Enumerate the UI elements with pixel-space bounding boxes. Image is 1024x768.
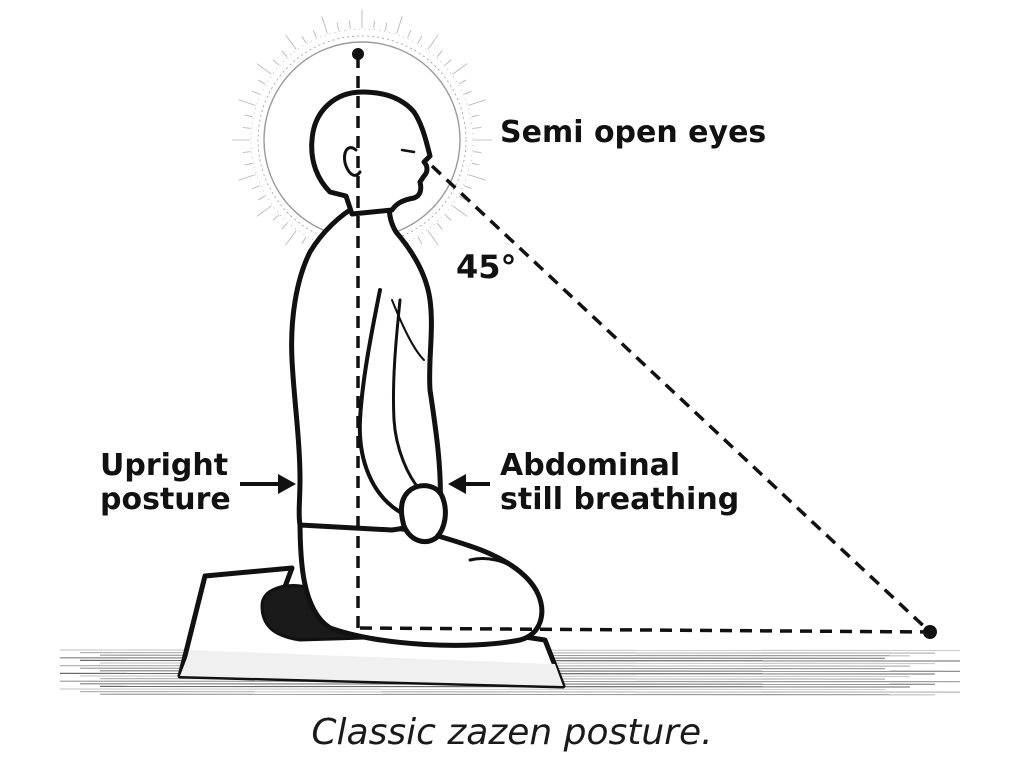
eye — [400, 148, 416, 154]
halo-ray — [396, 16, 403, 34]
ground-hatch-line — [99, 693, 936, 696]
halo-ray — [452, 63, 468, 75]
foot — [468, 557, 522, 574]
halo-ray — [464, 90, 472, 95]
halo-ray — [349, 20, 351, 29]
halo-ray — [452, 205, 468, 217]
halo-ray — [272, 59, 280, 66]
halo-ray — [272, 214, 280, 221]
halo-ray — [312, 30, 317, 38]
ground-hatch-line — [59, 688, 886, 691]
label-abdominal-line1: Abdominal — [500, 448, 681, 483]
halo-ray — [301, 35, 307, 44]
label-upright-line2: posture — [100, 481, 231, 517]
axis-top-dot — [352, 48, 364, 60]
halo-ray — [242, 151, 251, 153]
halo-ray — [256, 205, 272, 217]
label-upright-posture: Upright posture — [100, 449, 231, 516]
arrow-abdominal — [448, 474, 490, 494]
head — [309, 89, 433, 217]
sight-line — [430, 164, 932, 634]
halo-ray — [285, 34, 297, 50]
halo-ray — [473, 127, 482, 129]
gaze-point-dot — [923, 625, 937, 639]
halo-ray — [458, 79, 467, 85]
arrow-upright — [240, 474, 296, 494]
label-abdominal-breathing: Abdominal still breathing — [500, 449, 739, 516]
halo-ray — [257, 195, 266, 201]
halo-ray — [471, 162, 480, 166]
halo-ray — [252, 90, 260, 95]
halo-ray — [244, 114, 253, 118]
halo-ray — [373, 20, 375, 29]
ear — [342, 146, 362, 177]
label-abdominal-line2: still breathing — [500, 481, 740, 517]
halo-ray — [417, 35, 423, 44]
halo-ray — [444, 214, 452, 221]
halo-ray — [427, 34, 439, 50]
halo-ray — [244, 162, 253, 166]
halo-ray — [321, 16, 328, 34]
halo-ray — [436, 222, 443, 230]
chest-line — [391, 299, 425, 361]
halo-ray — [458, 195, 467, 201]
label-semi-open-eyes: Semi open eyes — [500, 115, 767, 150]
ground-hatch-line — [79, 690, 961, 693]
halo-ray — [336, 22, 340, 31]
meditator-figure — [289, 89, 545, 648]
halo-ray — [427, 230, 439, 246]
halo-ray — [238, 174, 256, 181]
halo-ray — [281, 222, 288, 230]
halo-ray — [256, 63, 272, 75]
arm-inner — [391, 298, 422, 492]
halo-ray — [444, 59, 452, 66]
halo-ray — [252, 185, 260, 190]
label-angle: 45° — [456, 248, 517, 286]
halo-ray — [417, 236, 423, 245]
halo-ray — [285, 230, 297, 246]
halo-ray — [242, 127, 251, 129]
halo-ray — [471, 114, 480, 118]
halo-ray — [464, 185, 472, 190]
halo-ray — [257, 79, 266, 85]
halo-ray — [238, 99, 256, 106]
halo-ray — [407, 30, 412, 38]
halo-ray — [301, 236, 307, 245]
halo-ray — [468, 174, 486, 181]
halo-ray — [473, 151, 482, 153]
hands — [398, 483, 448, 544]
zabuton-shadow — [180, 650, 563, 686]
base-line — [359, 626, 931, 634]
halo-ray — [436, 50, 443, 58]
halo-ray — [281, 50, 288, 58]
halo-ray — [384, 22, 388, 31]
halo-ray — [468, 99, 486, 106]
label-upright-line1: Upright — [100, 448, 229, 483]
caption: Classic zazen posture. — [311, 712, 713, 753]
